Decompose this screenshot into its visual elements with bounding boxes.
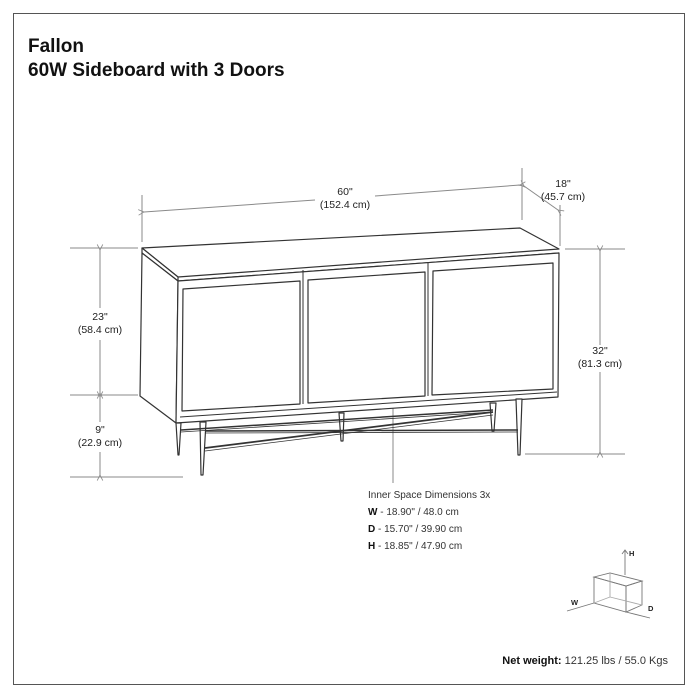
inner-space-height: H - 18.85" / 47.90 cm	[368, 541, 463, 552]
net-weight-label: Net weight:	[502, 655, 562, 667]
inner-space-dimensions: Inner Space Dimensions 3x W - 18.90" / 4…	[368, 487, 490, 555]
axis-label-d: D	[648, 604, 654, 613]
brand-name: Fallon	[28, 36, 84, 57]
page-frame	[13, 13, 685, 685]
product-name: 60W Sideboard with 3 Doors	[28, 60, 285, 81]
net-weight: Net weight: 121.25 lbs / 55.0 Kgs	[502, 655, 668, 667]
depth-dimension-label: 18" (45.7 cm)	[540, 178, 586, 203]
inner-space-width: W - 18.90" / 48.0 cm	[368, 507, 459, 518]
sideboard	[139, 227, 560, 476]
axis-cube-icon	[566, 549, 651, 619]
inner-space-heading: Inner Space Dimensions 3x	[368, 490, 491, 501]
width-dimension-label: 60" (152.4 cm)	[319, 186, 371, 211]
axis-label-w: W	[571, 598, 579, 607]
inner-space-depth: D - 15.70" / 39.90 cm	[368, 524, 463, 535]
axis-label-h: H	[629, 549, 635, 558]
total-height-dimension-label: 32" (81.3 cm)	[568, 345, 632, 371]
page-title: Fallon 60W Sideboard with 3 Doors	[28, 35, 285, 83]
net-weight-value: 121.25 lbs / 55.0 Kgs	[561, 655, 668, 667]
leg-height-dimension-label: 9" (22.9 cm)	[68, 424, 132, 450]
body-height-dimension-label: 23" (58.4 cm)	[68, 311, 132, 337]
